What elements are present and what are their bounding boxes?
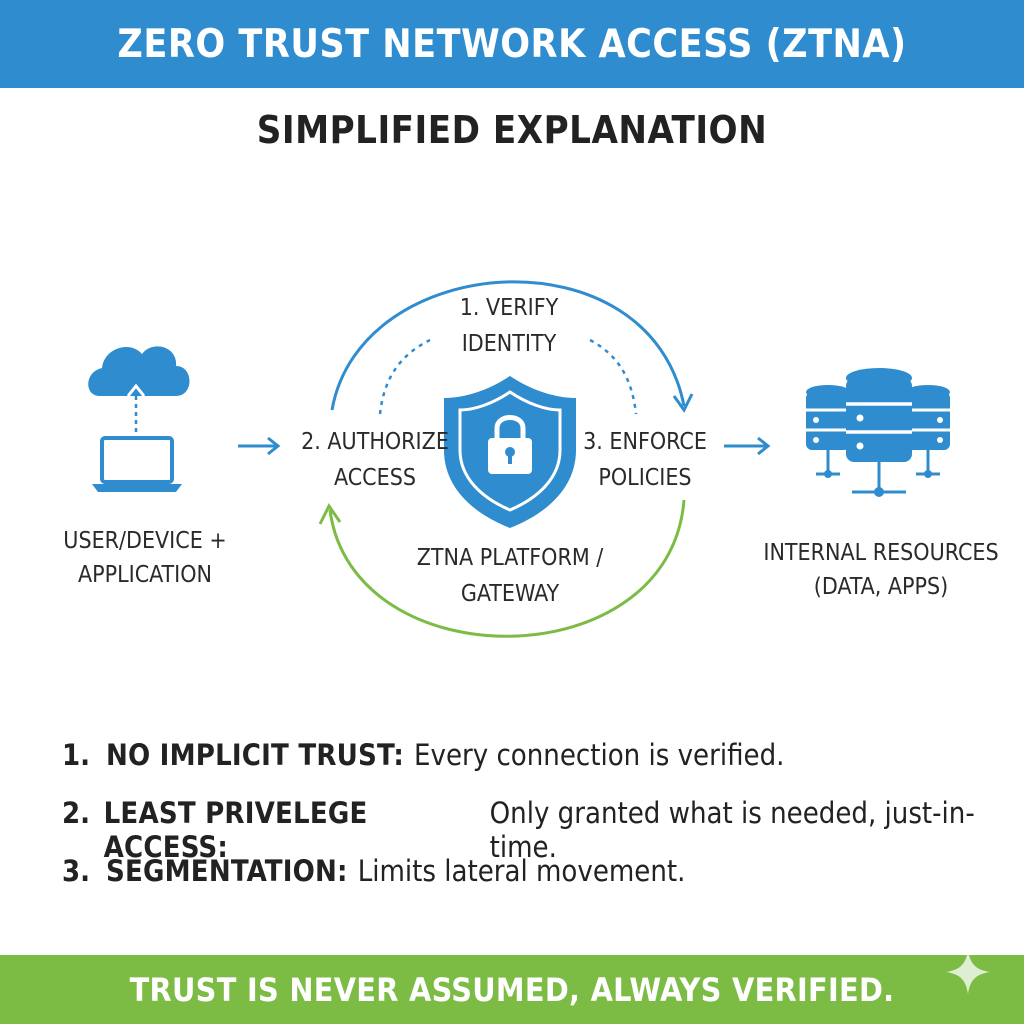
step-verify-line1: 1. VERIFY	[459, 295, 559, 321]
principle-key: SEGMENTATION:	[106, 854, 348, 888]
blue-cycle-arc	[330, 280, 694, 413]
principle-number: 3.	[62, 854, 91, 888]
gateway-label: ZTNA PLATFORM / GATEWAY	[380, 540, 640, 612]
principle-key: LEAST PRIVELEGE ACCESS:	[103, 796, 368, 864]
gateway-label-line1: ZTNA PLATFORM /	[416, 545, 604, 571]
step-enforce-line2: POLICIES	[598, 465, 692, 491]
principle-item: 2. LEAST PRIVELEGE ACCESS: Only granted …	[62, 796, 1012, 864]
step-verify-line2: IDENTITY	[461, 331, 557, 357]
step-authorize-line2: ACCESS	[333, 465, 416, 491]
principle-item: 3. SEGMENTATION: Limits lateral movement…	[62, 854, 1012, 912]
green-cycle-arc	[318, 499, 686, 638]
laptop-icon	[92, 436, 182, 492]
step-enforce-line1: 3. ENFORCE	[583, 429, 707, 455]
page-subtitle: SIMPLIFIED EXPLANATION	[256, 108, 768, 152]
gateway-label-line2: GATEWAY	[460, 581, 560, 607]
title-bar: ZERO TRUST NETWORK ACCESS (ZTNA)	[0, 0, 1024, 88]
principle-number: 1.	[62, 738, 91, 772]
sparkle-icon	[946, 950, 990, 994]
step-enforce-label: 3. ENFORCE POLICIES	[570, 424, 720, 496]
principle-item: 1. NO IMPLICIT TRUST: Every connection i…	[62, 738, 1012, 796]
principle-text: Every connection is verified.	[414, 738, 785, 772]
cloud-upload-icon	[88, 346, 190, 436]
resources-label: INTERNAL RESOURCES (DATA, APPS)	[750, 536, 1012, 604]
principles-list: 1. NO IMPLICIT TRUST: Every connection i…	[62, 738, 1012, 912]
step-authorize-label: 2. AUTHORIZE ACCESS	[290, 424, 460, 496]
flow-arrow-right	[724, 436, 771, 456]
flow-arrow-left	[238, 436, 281, 456]
resources-label-line2: (DATA, APPS)	[813, 574, 949, 600]
user-device-label-line1: USER/DEVICE +	[63, 528, 227, 554]
shield-lock-icon	[444, 376, 576, 528]
dashed-arcs	[378, 338, 638, 415]
principle-text: Only granted what is needed, just-in-tim…	[489, 796, 975, 864]
principle-key: NO IMPLICIT TRUST:	[106, 738, 405, 772]
principle-number: 2.	[62, 796, 91, 830]
footer-bar: TRUST IS NEVER ASSUMED, ALWAYS VERIFIED.	[0, 955, 1024, 1024]
page-title: ZERO TRUST NETWORK ACCESS (ZTNA)	[117, 21, 907, 67]
step-authorize-line1: 2. AUTHORIZE	[301, 429, 449, 455]
database-servers-icon	[806, 368, 950, 497]
footer-text: TRUST IS NEVER ASSUMED, ALWAYS VERIFIED.	[129, 970, 895, 1009]
step-verify-label: 1. VERIFY IDENTITY	[404, 290, 614, 362]
resources-label-line1: INTERNAL RESOURCES	[763, 540, 999, 566]
user-device-label-line2: APPLICATION	[77, 562, 213, 588]
principle-text: Limits lateral movement.	[357, 854, 686, 888]
user-device-label: USER/DEVICE + APPLICATION	[40, 524, 250, 592]
